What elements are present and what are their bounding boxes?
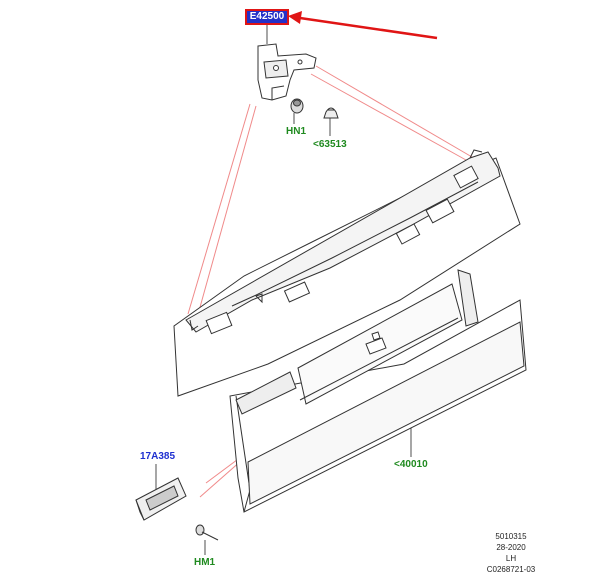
leader-line [315,65,473,158]
pointer-arrow [288,11,438,40]
tailgate-handle [365,331,387,355]
callout-top-part[interactable]: E42500 [245,9,289,25]
callout-leaders [155,24,412,555]
leader-line [187,103,251,315]
callout-hinge-nut[interactable]: HN1 [286,126,307,137]
callout-tailgate[interactable]: <40010 [394,459,428,470]
document-info-line: C0268721-03 [486,565,536,574]
arrowhead [288,11,302,24]
leader-line [196,105,257,319]
hinge-bracket [257,43,317,101]
callout-handle-screw[interactable]: HM1 [194,557,216,568]
callout-handle-switch[interactable]: 17A385 [140,451,176,462]
handle-switch [135,477,187,521]
hinge-plug [323,107,339,119]
leader-line [310,73,467,161]
handle-screw [195,524,219,541]
hinge-nut [290,98,304,114]
document-info-line: 5010315 [495,532,527,541]
callout-hinge-plug[interactable]: <63513 [313,139,347,150]
document-info-line: 28-2020 [496,543,526,552]
document-info-line: LH [505,554,517,563]
arrow-left-icon [299,16,438,40]
tailgate-upper-panel [173,149,521,397]
document-info: 5010315 28-2020 LH C0268721-03 [470,531,552,575]
